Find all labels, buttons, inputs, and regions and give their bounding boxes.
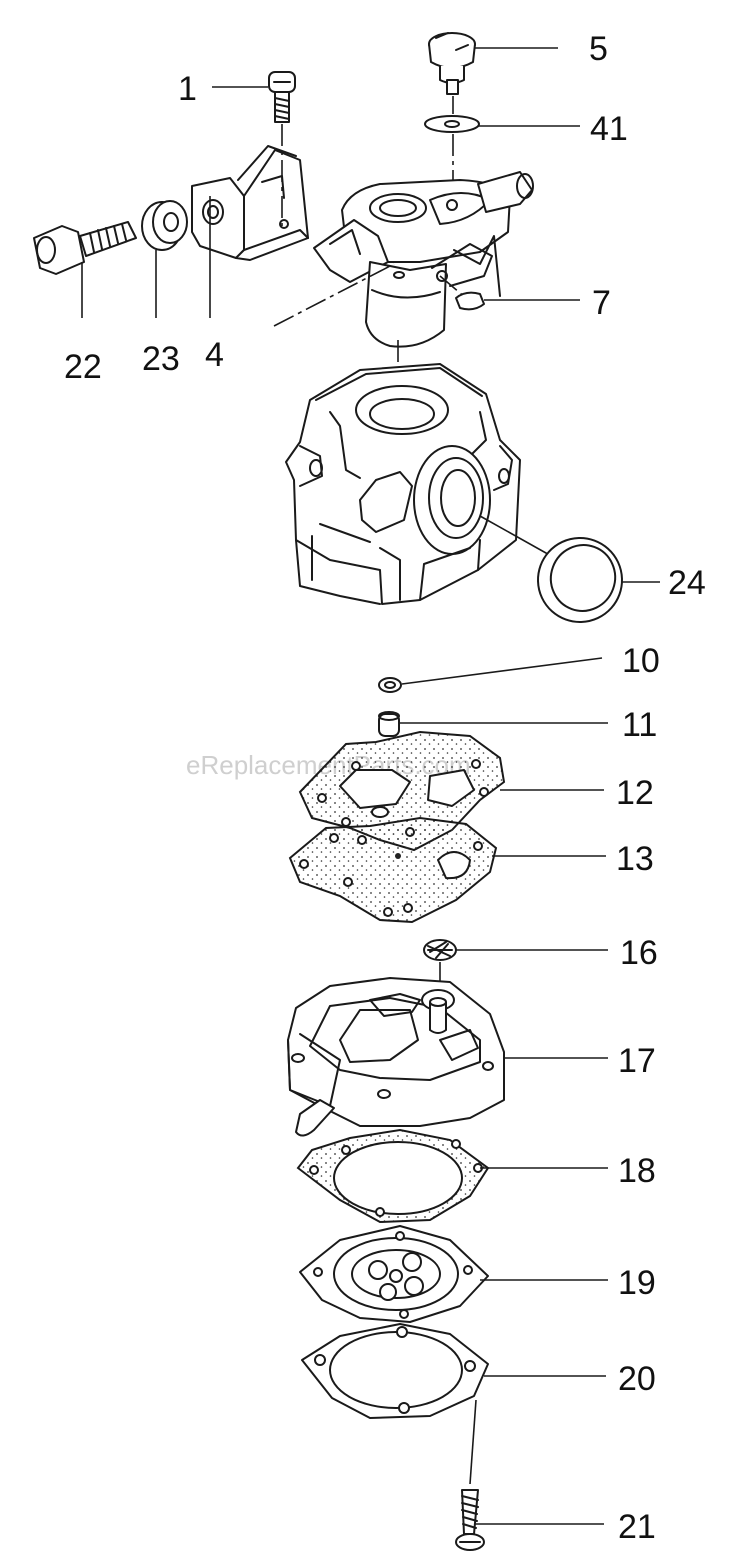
part-12-metering-plate [298,730,506,852]
callout-22: 22 [64,348,102,386]
part-23-nut [141,200,188,251]
callout-20: 20 [618,1360,656,1398]
part-19-diaphragm [299,1225,489,1323]
carburetor-body [285,363,563,605]
callout-16: 16 [620,934,658,972]
part-13-gasket [288,816,498,924]
part-24-seal-ring [537,537,623,623]
throttle-assembly [273,171,534,436]
callout-17: 17 [618,1042,656,1080]
part-18-gasket [296,1128,490,1224]
callout-labels: 1 5 41 7 22 23 4 24 10 11 12 13 16 17 18… [64,30,706,1546]
part-21-screw [455,1489,485,1551]
callout-13: 13 [616,840,654,878]
part-20-cover [301,1323,489,1485]
part-17-pump-body [287,977,505,1137]
callout-5: 5 [589,30,608,68]
callout-12: 12 [616,774,654,812]
callout-11: 11 [622,706,657,744]
part-10-o-ring [378,677,402,693]
callout-23: 23 [142,340,180,378]
leader-lines [81,47,660,1525]
callout-24: 24 [668,564,706,602]
part-22-adjust-screw [33,221,137,275]
callout-19: 19 [618,1264,656,1302]
part-7-clip [455,291,485,311]
part-11-needle [378,711,400,737]
callout-21: 21 [618,1508,656,1546]
part-4-bracket [191,145,309,261]
callout-10: 10 [622,642,660,680]
callout-18: 18 [618,1152,656,1190]
callout-1: 1 [178,70,197,108]
part-1-screw [268,71,296,226]
part-5-knob-screw [428,32,476,114]
callout-4: 4 [205,336,224,374]
callout-7: 7 [592,284,611,322]
part-16-screen [423,939,457,996]
callout-41: 41 [590,110,628,148]
